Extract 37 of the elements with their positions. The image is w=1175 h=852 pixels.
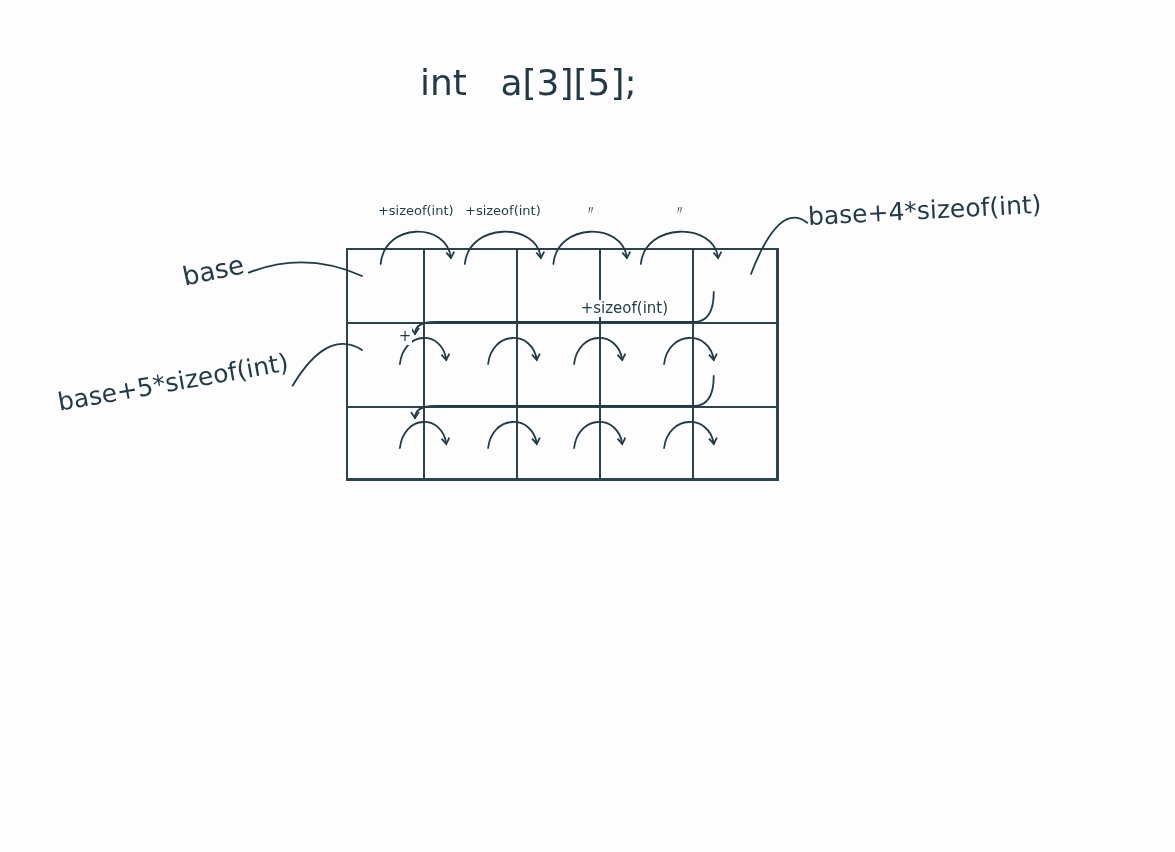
edge-label: +sizeof(int) xyxy=(376,204,455,219)
edge-label: +sizeof(int) xyxy=(579,300,670,317)
array-cell xyxy=(423,322,518,408)
arrow xyxy=(410,291,715,335)
arrow xyxy=(463,230,545,265)
arrow xyxy=(663,337,718,365)
array-cell xyxy=(692,322,777,408)
array-cell xyxy=(346,322,425,408)
leader-line xyxy=(750,216,809,275)
array-cell xyxy=(516,406,601,479)
array-cell xyxy=(346,406,425,479)
address-label: base+4*sizeof(int) xyxy=(807,189,1043,231)
arrow xyxy=(573,337,626,365)
arrow xyxy=(573,421,626,449)
arrow xyxy=(487,421,541,449)
arrow xyxy=(663,421,718,449)
edge-label: + xyxy=(397,328,413,345)
leader-line xyxy=(247,261,363,277)
arrow xyxy=(379,230,455,265)
array-cell xyxy=(516,322,601,408)
array-cell xyxy=(423,248,518,324)
arrow xyxy=(399,337,450,365)
array-cell xyxy=(692,406,777,479)
leader-line xyxy=(291,343,363,387)
arrow xyxy=(552,230,631,265)
arrow xyxy=(487,337,541,365)
array-cell xyxy=(423,406,518,479)
array-cell xyxy=(692,248,777,324)
arrow xyxy=(399,421,450,449)
arrow xyxy=(410,375,715,419)
edge-label: +sizeof(int) xyxy=(464,204,542,219)
array-cell xyxy=(346,248,425,324)
arrow xyxy=(639,230,722,265)
address-label: base xyxy=(179,249,247,292)
title: int a[3][5]; xyxy=(420,62,637,103)
array-cell xyxy=(599,322,694,408)
array-cell xyxy=(599,406,694,479)
